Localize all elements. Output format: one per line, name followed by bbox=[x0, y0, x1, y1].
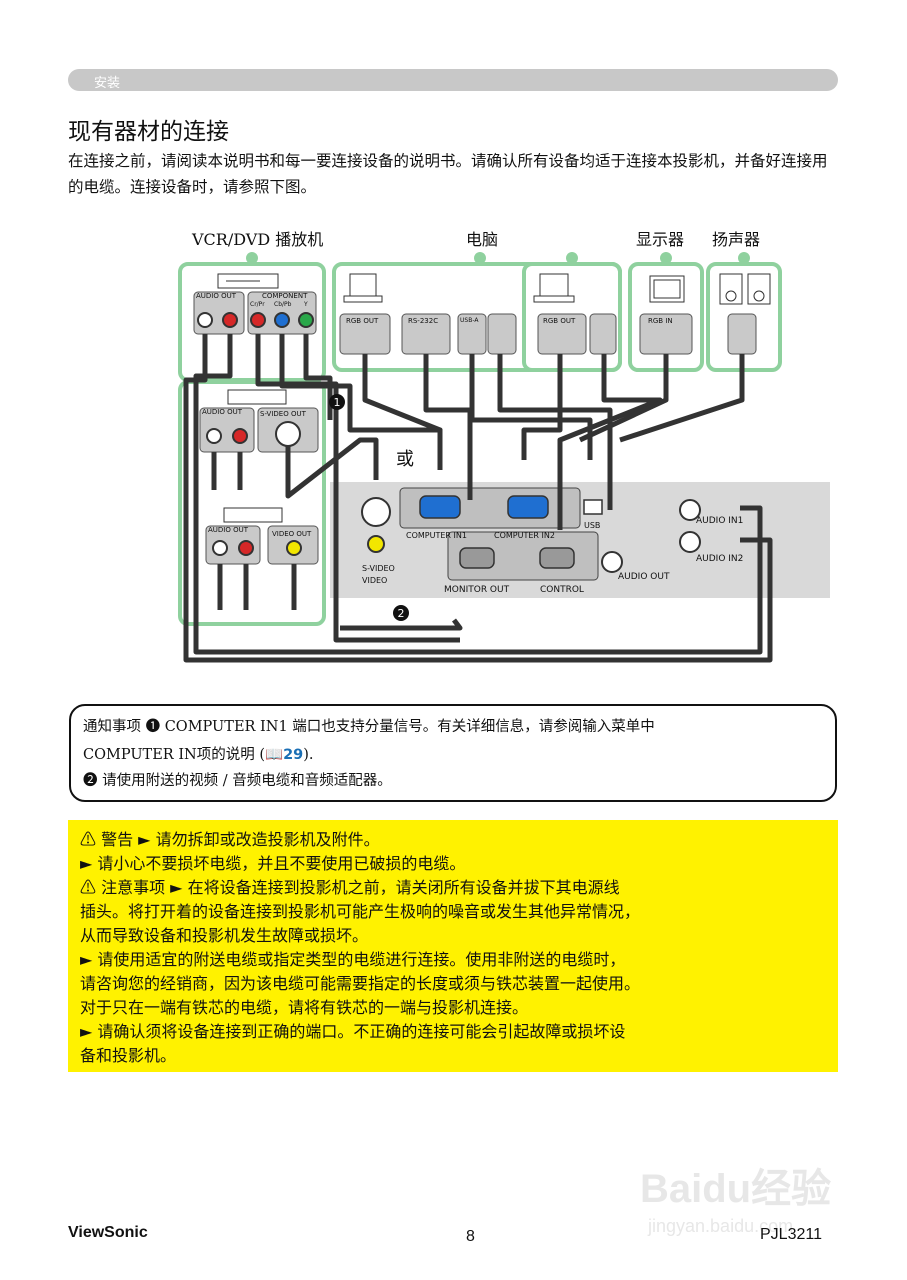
notice-line-3: ❷ 请使用附送的视频 / 音频电缆和音频适配器。 bbox=[83, 769, 392, 790]
warning-box: ⚠ 警告 ► 请勿拆卸或改造投影机及附件。 ► 请小心不要损坏电缆，并且不要使用… bbox=[68, 820, 838, 1072]
notice-box: 通知事项 ❶ COMPUTER IN1 端口也支持分量信号。有关详细信息，请参阅… bbox=[69, 704, 837, 802]
warning-line: 备和投影机。 bbox=[80, 1042, 176, 1066]
port-label-rs232c: RS-232C bbox=[408, 317, 438, 325]
section-header-bar: 安装 bbox=[68, 69, 838, 91]
port-label-audio-out-proj: AUDIO OUT bbox=[618, 572, 669, 582]
port-label-audio-out-3: AUDIO OUT bbox=[208, 526, 248, 534]
port-label-cr-pr: Cr/Pr bbox=[250, 301, 265, 308]
projector-panel bbox=[330, 482, 830, 598]
vcr-icon-1 bbox=[218, 274, 278, 288]
port-label-y: Y bbox=[304, 301, 308, 308]
notice-line-1: 通知事项 ❶ COMPUTER IN1 端口也支持分量信号。有关详细信息，请参阅… bbox=[83, 715, 655, 736]
port-label-component: COMPONENT bbox=[262, 292, 307, 300]
port-label-monitor-out: MONITOR OUT bbox=[444, 585, 509, 595]
warning-line: 请咨询您的经销商，因为该电缆可能需要指定的长度或须与铁芯装置一起使用。 bbox=[80, 970, 640, 994]
intro-paragraph: 在连接之前，请阅读本说明书和每一要连接设备的说明书。请确认所有设备均适于连接本投… bbox=[68, 148, 838, 200]
svg-text:2: 2 bbox=[398, 607, 405, 620]
port-label-usb-a: USB-A bbox=[460, 317, 478, 324]
group-label-vcr: VCR/DVD 播放机 bbox=[192, 226, 323, 250]
port-label-computer-in2: COMPUTER IN2 bbox=[494, 531, 555, 540]
device-group-frames bbox=[180, 264, 780, 624]
vcr-icon-3 bbox=[224, 508, 282, 522]
monitor-icon bbox=[650, 276, 684, 302]
page-ref-link[interactable]: 📖29 bbox=[265, 747, 303, 763]
port-label-rgb-in: RGB IN bbox=[648, 317, 673, 325]
warning-line: 从而导致设备和投影机发生故障或损坏。 bbox=[80, 922, 368, 946]
warning-line: ⚠ 注意事项 ► 在将设备连接到投影机之前，请关闭所有设备并拔下其电源线 bbox=[80, 874, 620, 898]
port-label-usb: USB bbox=[584, 521, 600, 530]
port-label-s-video: S-VIDEO bbox=[362, 564, 395, 573]
port-label-rgb-out-1: RGB OUT bbox=[346, 317, 378, 325]
or-label: 或 bbox=[396, 445, 414, 471]
port-label-video: VIDEO bbox=[362, 576, 387, 585]
pc-icon-2 bbox=[534, 274, 574, 302]
group-label-pc: 电脑 bbox=[466, 226, 498, 250]
port-label-audio-out-2: AUDIO OUT bbox=[202, 408, 242, 416]
connection-diagram: 1 2 bbox=[0, 0, 907, 700]
notice-line-2-end: ). bbox=[303, 747, 313, 763]
svg-text:1: 1 bbox=[334, 396, 341, 409]
port-label-s-video-out: S-VIDEO OUT bbox=[260, 410, 306, 418]
pc-icon-1 bbox=[344, 274, 382, 302]
warning-line: ► 请小心不要损坏电缆，并且不要使用已破损的电缆。 bbox=[80, 850, 465, 874]
page-number: 8 bbox=[466, 1228, 475, 1246]
port-label-audio-out-1: AUDIO OUT bbox=[196, 292, 236, 300]
port-label-cb-pb: Cb/Pb bbox=[274, 301, 291, 308]
footer-brand: ViewSonic bbox=[68, 1224, 148, 1242]
port-label-control: CONTROL bbox=[540, 585, 584, 595]
port-label-video-out: VIDEO OUT bbox=[272, 530, 311, 538]
watermark-brand: Baidu经验 bbox=[640, 1167, 831, 1211]
baidu-watermark: Baidu经验 jingyan.baidu.com bbox=[640, 1150, 860, 1240]
notice-line-2-text: COMPUTER IN项的说明 ( bbox=[83, 747, 265, 763]
port-label-computer-in1: COMPUTER IN1 bbox=[406, 531, 467, 540]
section-label: 安装 bbox=[94, 72, 120, 91]
group-label-monitor: 显示器 bbox=[636, 226, 684, 250]
warning-line: 插头。将打开着的设备连接到投影机可能产生极响的噪音或发生其他异常情况， bbox=[80, 898, 640, 922]
callout-badges: 1 2 bbox=[329, 394, 409, 621]
page-title: 现有器材的连接 bbox=[68, 112, 229, 146]
warning-line: ► 请确认须将设备连接到正确的端口。不正确的连接可能会引起故障或损坏设 bbox=[80, 1018, 625, 1042]
speaker-icon bbox=[720, 274, 770, 304]
model-number: PJL3211 bbox=[760, 1226, 822, 1244]
port-label-rgb-out-2: RGB OUT bbox=[543, 317, 575, 325]
warning-line: ⚠ 警告 ► 请勿拆卸或改造投影机及附件。 bbox=[80, 826, 380, 850]
port-label-audio-in1: AUDIO IN1 bbox=[696, 516, 743, 526]
port-label-audio-in2: AUDIO IN2 bbox=[696, 554, 743, 564]
group-label-speaker: 扬声器 bbox=[712, 226, 760, 250]
warning-line: 对于只在一端有铁芯的电缆，请将有铁芯的一端与投影机连接。 bbox=[80, 994, 528, 1018]
notice-line-2: COMPUTER IN项的说明 (📖29). bbox=[83, 743, 314, 764]
vcr-icon-2 bbox=[228, 390, 286, 404]
warning-line: ► 请使用适宜的附送电缆或指定类型的电缆进行连接。使用非附送的电缆时， bbox=[80, 946, 625, 970]
